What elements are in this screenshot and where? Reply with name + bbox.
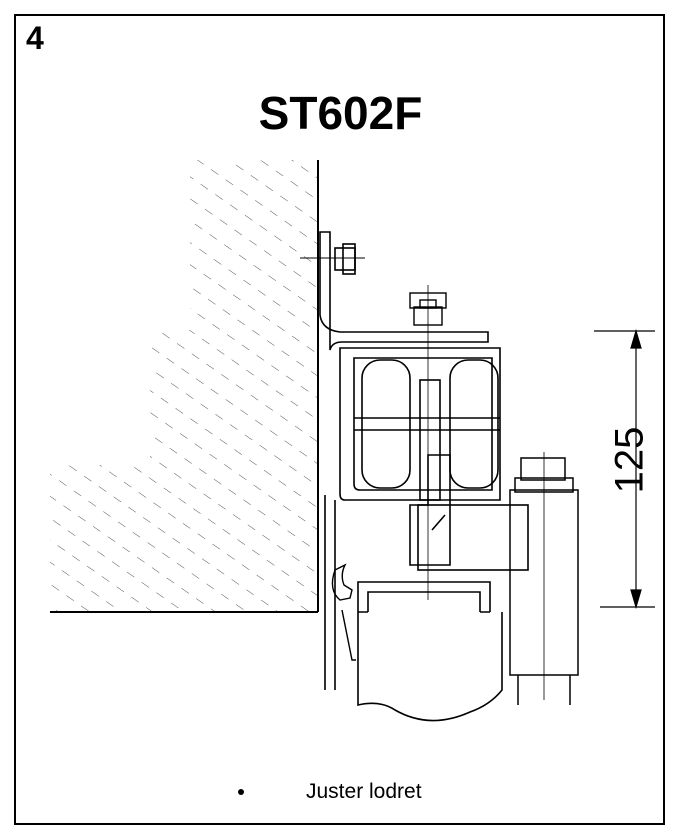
- caption-text: Juster lodret: [306, 780, 422, 803]
- figure-frame: [14, 14, 665, 825]
- dimension-label: 125: [607, 426, 652, 494]
- diagram-title: ST602F: [258, 87, 423, 139]
- wall-clip: [331, 563, 356, 661]
- caption: Juster lodret: [238, 780, 422, 804]
- trolley-housing: [339, 347, 501, 501]
- hanger-plate: [409, 454, 529, 571]
- mounting-bracket: [300, 231, 489, 351]
- wall-hatching: [50, 160, 318, 612]
- door-leaf: [357, 612, 503, 722]
- bullet-icon: [238, 789, 244, 795]
- dimension-lines: [594, 328, 655, 610]
- step-number: 4: [26, 20, 44, 56]
- rail-profile: [324, 495, 491, 690]
- side-bolt: [509, 452, 579, 705]
- top-bolt: [409, 285, 447, 600]
